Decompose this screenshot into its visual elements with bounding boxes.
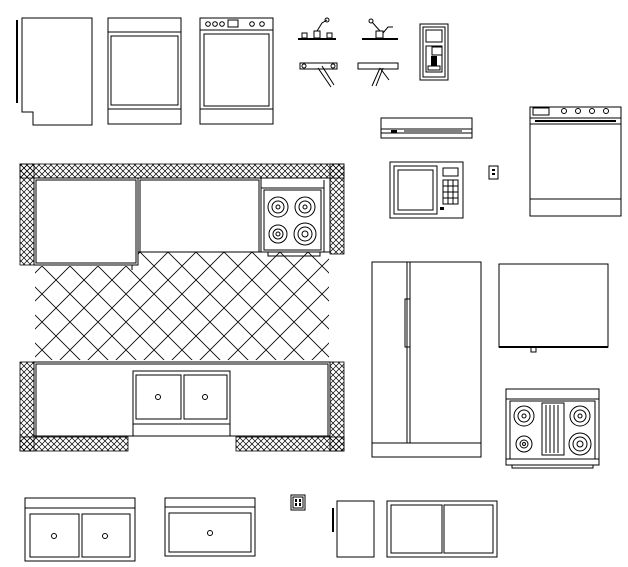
double-outlet <box>290 494 306 511</box>
range-hood <box>380 117 473 139</box>
refrigerator-side-view <box>16 17 93 126</box>
electrical-outlet <box>488 165 499 180</box>
wall-oven <box>529 106 622 217</box>
faucet-plan-left <box>299 62 338 88</box>
water-dispenser <box>419 23 449 81</box>
faucet-elevation-left <box>298 17 336 40</box>
double-sink <box>24 497 136 562</box>
cooktop-plan <box>505 388 600 469</box>
dishwasher-with-controls <box>199 17 274 125</box>
faucet-elevation-right <box>362 18 398 40</box>
single-sink <box>164 497 256 557</box>
kitchen-floor-plan <box>19 163 345 452</box>
microwave <box>389 161 464 219</box>
dishwasher-front <box>107 17 182 125</box>
faucet-plan-right <box>357 62 399 87</box>
base-cabinet <box>332 500 375 558</box>
refrigerator-plan <box>498 263 609 353</box>
side-by-side-refrigerator <box>371 261 482 458</box>
double-cabinet <box>386 500 498 558</box>
